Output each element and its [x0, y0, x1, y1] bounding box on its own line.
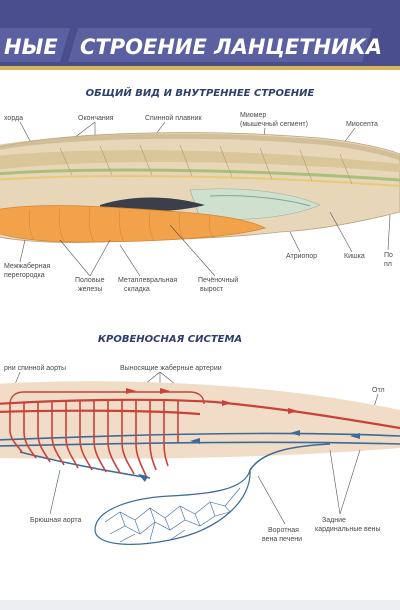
- notochord: [0, 168, 400, 182]
- label-dorsal-fin: Спинной плавник: [145, 114, 202, 122]
- blood-body-band: [0, 381, 400, 459]
- arrow-left: [138, 474, 148, 482]
- label-nerve-endings: Окончания: [78, 115, 114, 122]
- label-notochord: хорда: [4, 115, 23, 122]
- gill-arch: [107, 400, 121, 474]
- label-metapleural-fold-2: складка: [124, 286, 150, 293]
- label-branchial-septum-2: перегородка: [4, 272, 45, 279]
- myomere-band: [0, 150, 400, 172]
- gill-arch: [135, 400, 147, 477]
- gill-arch: [51, 402, 65, 466]
- blood-section-title: КРОВЕНОСНАЯ СИСТЕМА: [98, 334, 242, 345]
- hepatic-portal-network: [94, 443, 331, 545]
- gill-arch: [65, 401, 79, 469]
- efferent-loops: [9, 391, 205, 405]
- arrow-left: [290, 430, 300, 436]
- label-portal-vein-2: вена печени: [262, 536, 302, 543]
- dorsal-fin-fold: [0, 133, 400, 161]
- gill-arch: [37, 402, 51, 463]
- nerve-cord: [0, 175, 400, 187]
- artery-arrows: [126, 388, 298, 414]
- label-intestine: Кишка: [344, 253, 365, 260]
- label-posterior-cardinal-2: кардинальные вены: [315, 526, 381, 533]
- arrow-right: [288, 408, 298, 414]
- portal-vein: [249, 443, 331, 471]
- arrow-left: [350, 433, 360, 439]
- myosepta-lines: [59, 144, 353, 185]
- arrow-left: [190, 438, 200, 444]
- gonad-segments: [28, 207, 215, 243]
- label-fin-fragment: По: [384, 252, 393, 259]
- label-myosepta: Миосепта: [346, 121, 378, 128]
- liver-outline: [94, 469, 251, 545]
- label-portal-vein: Воротная: [268, 527, 299, 534]
- intestine-wall: [209, 195, 311, 207]
- label-myomere-note: (мышечный сегмент): [240, 120, 308, 128]
- label-ventral-aorta: Брюшная аорта: [30, 517, 81, 524]
- arrow-right: [160, 388, 170, 394]
- lancelet-body: [0, 132, 400, 243]
- header-accent-line: [0, 66, 400, 70]
- liver-capillaries: [104, 487, 241, 543]
- label-atriopore: Атриопор: [286, 253, 317, 260]
- efferent-loop-top: [9, 391, 205, 405]
- gill-arch: [149, 400, 157, 471]
- arteries: [0, 398, 400, 430]
- gill-arch: [79, 401, 93, 471]
- header-left-fragment: НЫЕ: [4, 35, 58, 59]
- gill-arches: [9, 400, 179, 477]
- label-dorsal-aorta-roots: рни спинной аорты: [4, 364, 66, 372]
- dorsal-aorta: [0, 398, 400, 430]
- label-gonads: Половые: [75, 277, 105, 284]
- label-gonads-2: железы: [78, 286, 102, 293]
- label-metapleural-fold: Метаплевральная: [118, 277, 177, 284]
- label-branchial-septum: Межжаберная: [4, 262, 50, 270]
- arrow-right: [126, 388, 136, 394]
- footer-strip: [0, 600, 400, 610]
- label-hepatic-outgrowth: Печёночный: [198, 276, 238, 284]
- label-posterior-cardinal: Задние: [322, 517, 346, 524]
- gill-arch: [121, 400, 135, 475]
- vein-arrows: [138, 430, 360, 482]
- gill-arch: [93, 400, 107, 473]
- blood-bottom-leaders: [49, 449, 361, 525]
- arrow-right: [222, 400, 232, 406]
- gill-arch: [9, 404, 23, 453]
- anatomy-section-title: ОБЩИЙ ВИД И ВНУТРЕННЕЕ СТРОЕНИЕ: [86, 86, 315, 99]
- label-fragment-right: Отл: [372, 387, 385, 394]
- gill-arch: [23, 403, 37, 459]
- header-title-panel: [68, 28, 372, 62]
- gill-arch: [163, 400, 169, 467]
- label-fin-fragment-2: пл: [384, 261, 392, 268]
- label-hepatic-outgrowth-2: вырост: [200, 286, 224, 293]
- label-myomere: Миомер: [240, 112, 266, 119]
- posterior-cardinal-vein: [0, 432, 400, 441]
- gonads: [0, 205, 267, 243]
- page-title: СТРОЕНИЕ ЛАНЦЕТНИКА: [80, 35, 382, 59]
- dorsal-aorta-second: [0, 409, 201, 416]
- header-left-panel: [0, 28, 70, 62]
- label-efferent-arteries: Выносящие жаберные артерии: [120, 364, 222, 372]
- anatomy-bottom-leaders: [19, 211, 391, 277]
